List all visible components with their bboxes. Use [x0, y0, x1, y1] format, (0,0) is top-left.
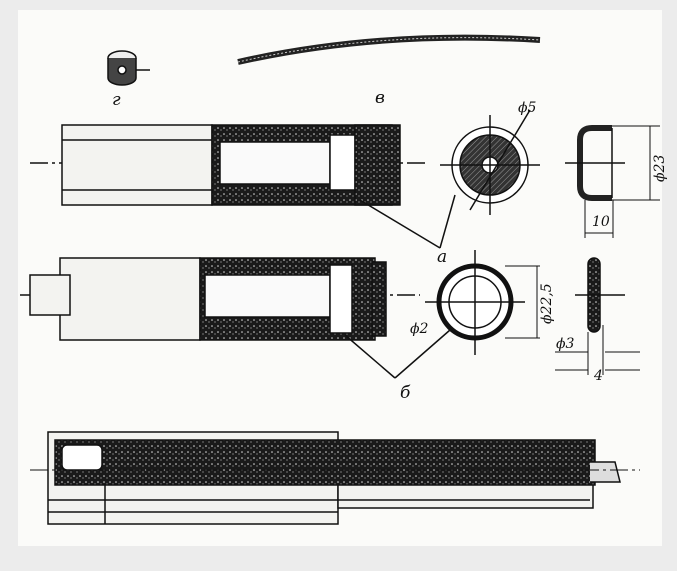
dim-bore-a: ϕ5	[518, 100, 537, 116]
dim-cap-diameter: ϕ23	[652, 155, 668, 182]
label-v: в	[375, 88, 385, 108]
drawing-canvas: г в а б ϕ5 ϕ23 10 ϕ22,5 ϕ2 ϕ3 4	[20, 34, 668, 525]
label-a: а	[437, 247, 447, 267]
part-g-clamp	[107, 50, 150, 86]
long-assembly	[30, 431, 640, 525]
label-g: г	[112, 90, 121, 110]
cap-side-view	[565, 125, 660, 238]
assembly-b	[20, 257, 420, 379]
part-v-spring	[237, 34, 541, 65]
label-b: б	[400, 383, 411, 403]
section-b	[394, 250, 540, 379]
dim-ring-diameter: ϕ22,5	[539, 283, 555, 324]
technical-drawing: г в а б ϕ5 ϕ23 10 ϕ22,5 ϕ2 ϕ3 4	[18, 10, 668, 546]
disc-side-view	[555, 257, 640, 375]
section-a	[439, 109, 540, 249]
assembly-a	[30, 124, 441, 249]
dim-disc-width: 4	[593, 368, 603, 384]
dim-disc-hole: ϕ3	[556, 336, 575, 352]
dim-hole-b: ϕ2	[410, 321, 429, 337]
dim-cap-width: 10	[592, 214, 610, 230]
